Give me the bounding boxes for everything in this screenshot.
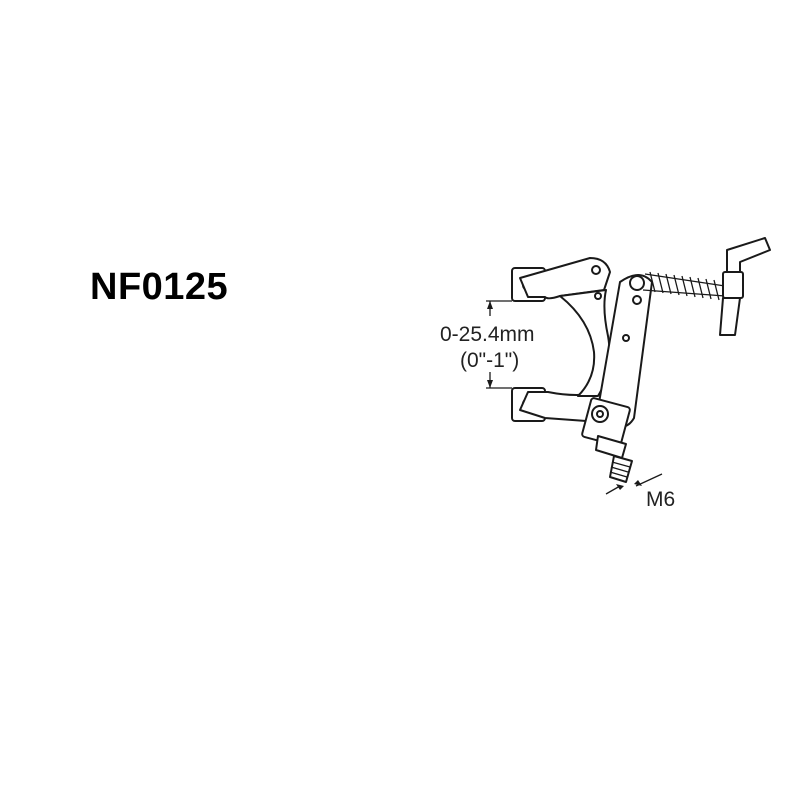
thread-dimension <box>605 473 663 495</box>
threaded-stud <box>595 435 633 483</box>
l-handle-screw <box>719 237 771 336</box>
opening-imperial-label: (0"-1") <box>460 349 519 372</box>
clamp-frame <box>519 257 611 423</box>
thread-size-label: M6 <box>646 488 675 511</box>
base-pivot <box>581 397 631 447</box>
opening-metric-label: 0-25.4mm <box>440 323 535 346</box>
opening-dimension <box>486 300 512 389</box>
spring <box>642 271 726 301</box>
model-title: NF0125 <box>90 266 229 308</box>
